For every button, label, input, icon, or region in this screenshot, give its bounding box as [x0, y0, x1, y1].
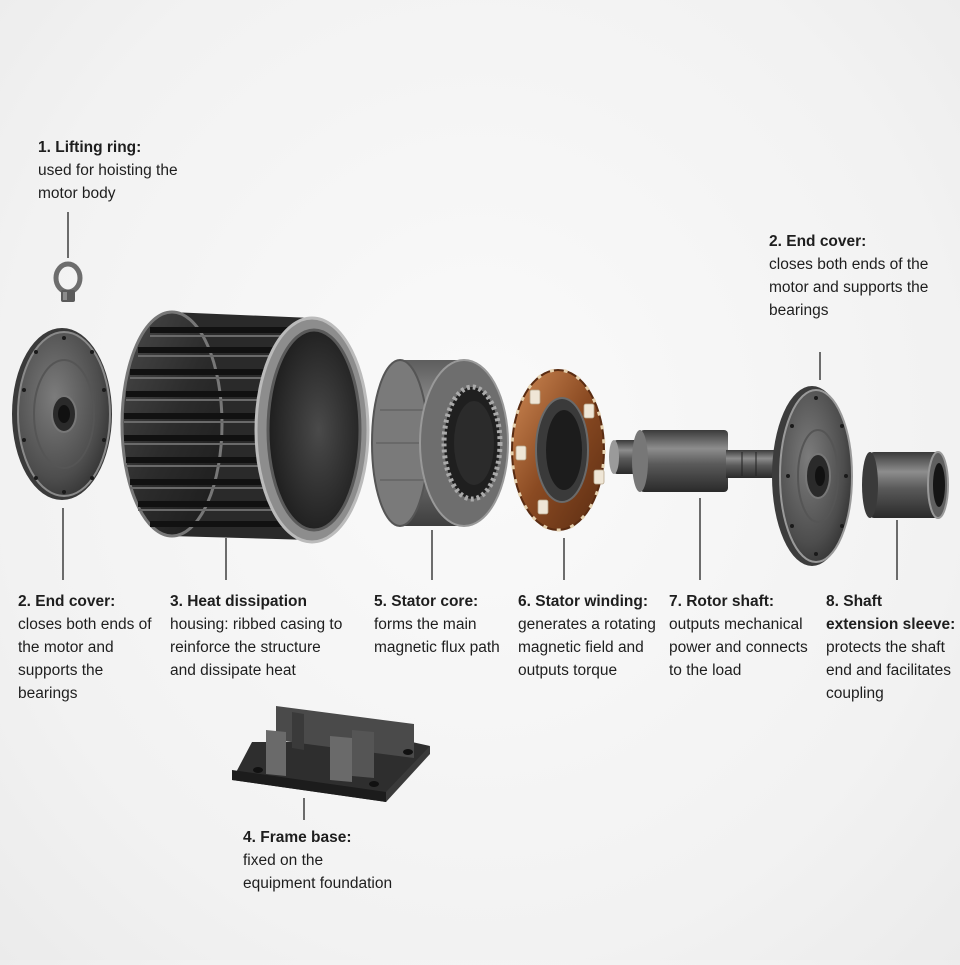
label-end-cover-left: 2. End cover: closes both ends of the mo… — [18, 590, 166, 705]
label-desc: used for hoisting the motor body — [38, 162, 178, 202]
label-title: 5. Stator core: — [374, 593, 479, 610]
stator-winding-illustration — [510, 368, 606, 532]
frame-base-illustration — [232, 706, 430, 802]
label-title: 3. Heat dissipation — [170, 593, 307, 610]
label-desc: protects the shaft end and facilitates c… — [826, 639, 951, 702]
rotor-shaft-illustration — [609, 430, 776, 492]
label-title: 2. End cover: — [769, 233, 867, 250]
label-desc: generates a rotating magnetic field and … — [518, 616, 656, 679]
label-housing: 3. Heat dissipation housing: ribbed casi… — [170, 590, 345, 682]
label-title: 4. Frame base: — [243, 829, 352, 846]
label-title: 7. Rotor shaft: — [669, 593, 775, 610]
label-rotor-shaft: 7. Rotor shaft: outputs mechanical power… — [669, 590, 819, 682]
housing-illustration — [120, 310, 370, 544]
label-title: 1. Lifting ring: — [38, 139, 142, 156]
lifting-ring-illustration — [53, 261, 83, 302]
label-title: 6. Stator winding: — [518, 593, 649, 610]
label-desc: outputs mechanical power and connects to… — [669, 616, 808, 679]
stator-core-illustration — [371, 359, 509, 527]
label-stator-winding: 6. Stator winding: generates a rotating … — [518, 590, 668, 682]
label-lifting-ring: 1. Lifting ring: used for hoisting the m… — [38, 136, 188, 205]
label-sleeve: 8. Shaft extension sleeve: protects the … — [826, 590, 956, 705]
left-end-cover-illustration — [12, 328, 112, 500]
label-desc: closes both ends of the motor and suppor… — [769, 256, 929, 319]
label-frame-base: 4. Frame base: fixed on the equipment fo… — [243, 826, 393, 895]
label-desc: housing: ribbed casing to reinforce the … — [170, 616, 343, 679]
label-title: 8. Shaft extension sleeve: — [826, 593, 956, 633]
label-desc: closes both ends of the motor and suppor… — [18, 616, 152, 702]
leader-lines — [62, 212, 898, 820]
sleeve-illustration — [862, 451, 949, 519]
label-stator-core: 5. Stator core: forms the main magnetic … — [374, 590, 514, 659]
label-title: 2. End cover: — [18, 593, 116, 610]
label-desc: forms the main magnetic flux path — [374, 616, 500, 656]
label-desc: fixed on the equipment foundation — [243, 852, 393, 892]
right-end-cover-illustration — [772, 386, 853, 566]
label-end-cover-right: 2. End cover: closes both ends of the mo… — [769, 230, 929, 322]
